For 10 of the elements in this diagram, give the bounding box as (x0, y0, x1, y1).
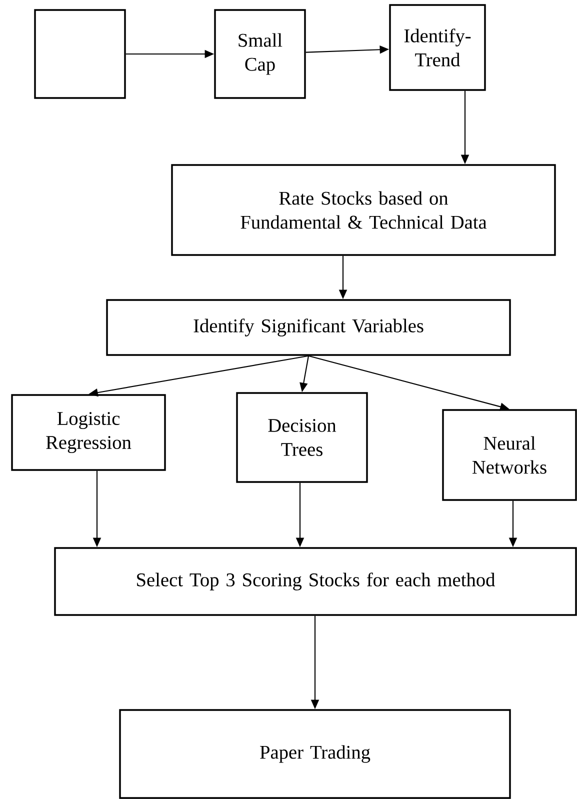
process-box: Select Top 3 Scoring Stocks for each method (54, 547, 577, 616)
process-box: Identify Significant Variables (106, 299, 511, 356)
process-box: Paper Trading (119, 709, 511, 799)
process-box: Neural Networks (442, 409, 577, 501)
process-box: Decision Trees (236, 392, 368, 483)
process-box: Rate Stocks based on Fundamental & Technical Data (171, 164, 556, 256)
process-box: Small Cap (214, 9, 306, 99)
process-box: Identify- Trend (389, 4, 486, 91)
process-box: Logistic Regression (11, 394, 166, 471)
process-box (34, 9, 126, 99)
